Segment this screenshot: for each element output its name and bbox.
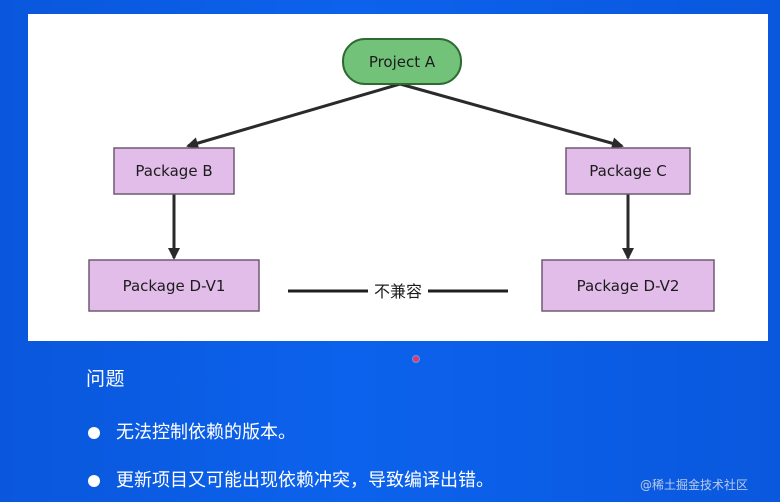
node-project-a: Project A [342, 38, 462, 85]
diagram-panel: 不兼容 Project A Package B Package C Packag… [28, 14, 768, 341]
node-project-a-label: Project A [369, 53, 436, 71]
node-package-d-v2: Package D-V2 [541, 259, 715, 312]
edge-project-a-to-package-b [186, 82, 401, 149]
bullet-item: 更新项目又可能出现依赖冲突，导致编译出错。 [88, 469, 494, 493]
node-package-b-label: Package B [135, 162, 212, 180]
conflict-label: 不兼容 [374, 282, 422, 301]
node-package-c: Package C [565, 147, 691, 195]
bullet-dot-icon [88, 475, 100, 487]
watermark: @稀土掘金技术社区 [640, 478, 749, 492]
node-package-d-v1: Package D-V1 [88, 259, 260, 312]
node-package-c-label: Package C [589, 162, 666, 180]
bullet-item: 无法控制依赖的版本。 [88, 421, 296, 445]
edge-project-a-to-package-c [399, 82, 624, 150]
bullet-text: 无法控制依赖的版本。 [116, 422, 296, 443]
node-package-d-v2-label: Package D-V2 [577, 277, 680, 295]
section-heading: 问题 [86, 368, 126, 390]
bullet-dot-icon [88, 427, 100, 439]
node-package-b: Package B [113, 147, 235, 195]
dependency-diagram: 不兼容 Project A Package B Package C Packag… [88, 38, 715, 312]
node-package-d-v1-label: Package D-V1 [123, 277, 226, 295]
bullet-text: 更新项目又可能出现依赖冲突，导致编译出错。 [116, 470, 494, 491]
pointer-dot [413, 356, 419, 362]
